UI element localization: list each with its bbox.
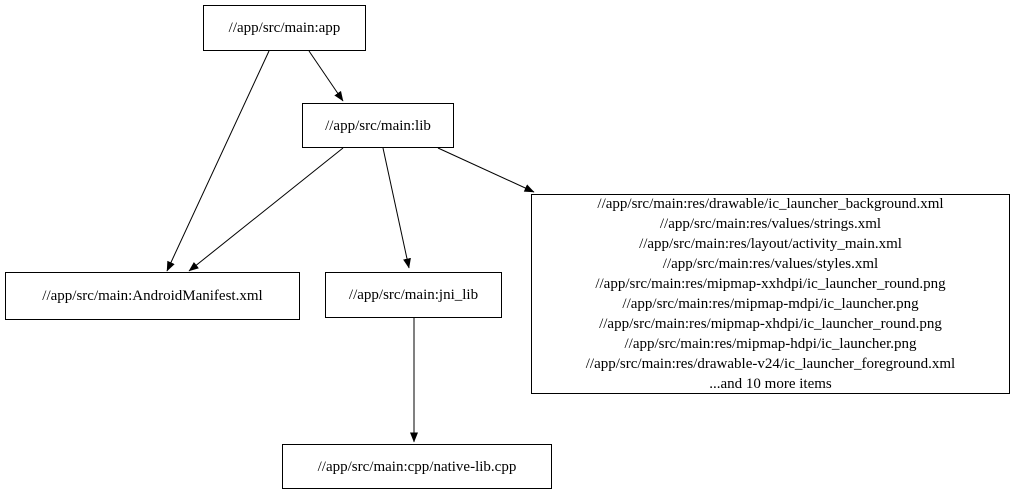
edge-app-to-lib xyxy=(308,50,344,102)
res-file-line: ...and 10 more items xyxy=(709,376,832,392)
res-file-line: //app/src/main:res/mipmap-hdpi/ic_launch… xyxy=(624,336,917,352)
res-file-line: //app/src/main:res/mipmap-xxhdpi/ic_laun… xyxy=(595,276,946,292)
res-file-line: //app/src/main:res/drawable/ic_launcher_… xyxy=(597,196,944,212)
node-lib: //app/src/main:lib xyxy=(302,103,454,148)
res-file-line: //app/src/main:res/values/styles.xml xyxy=(662,256,879,272)
res-file-line: //app/src/main:res/drawable-v24/ic_launc… xyxy=(585,356,956,372)
res-file-line: //app/src/main:res/mipmap-xhdpi/ic_launc… xyxy=(599,316,942,332)
node-res-files: //app/src/main:res/drawable/ic_launcher_… xyxy=(531,194,1010,394)
edge-lib-to-res xyxy=(437,147,535,193)
node-app: //app/src/main:app xyxy=(203,5,366,51)
res-file-line: //app/src/main:res/values/strings.xml xyxy=(659,216,882,232)
node-android-manifest: //app/src/main:AndroidManifest.xml xyxy=(5,272,300,320)
edge-lib-to-jni_lib xyxy=(382,147,411,269)
res-file-line: //app/src/main:res/mipmap-mdpi/ic_launch… xyxy=(622,296,919,312)
res-file-line: //app/src/main:res/layout/activity_main.… xyxy=(639,236,902,252)
node-jni-lib: //app/src/main:jni_lib xyxy=(325,272,502,318)
node-native-lib-cpp: //app/src/main:cpp/native-lib.cpp xyxy=(282,444,552,489)
edge-app-to-manifest xyxy=(166,50,270,272)
edge-lib-to-manifest xyxy=(188,147,344,272)
